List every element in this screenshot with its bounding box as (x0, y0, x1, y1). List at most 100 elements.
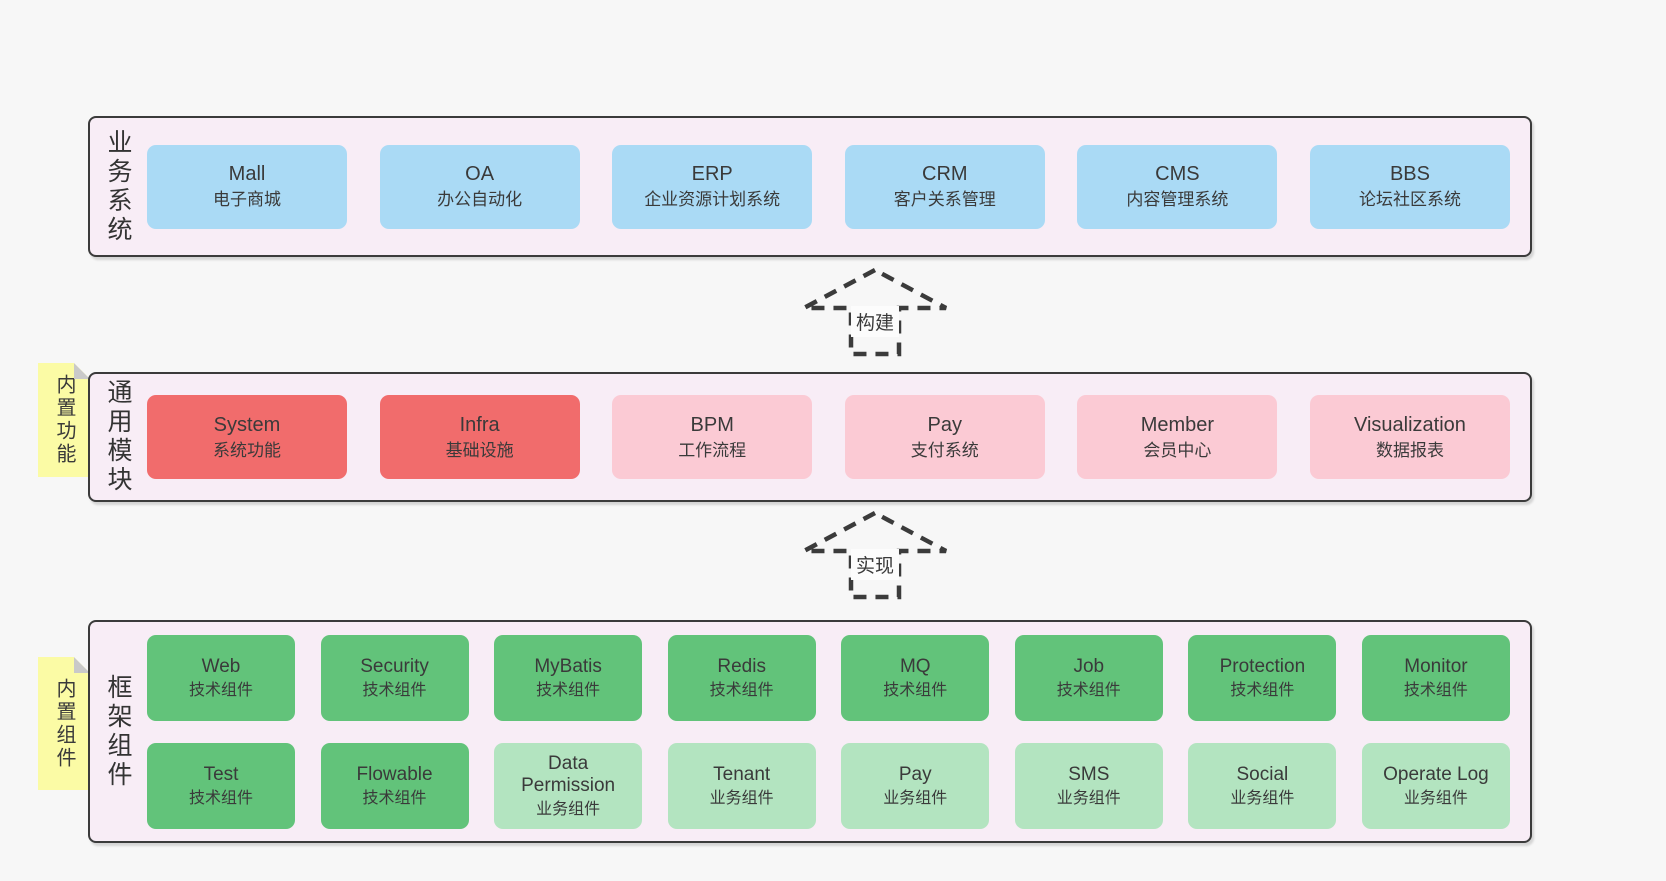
box-pay-component: Pay 业务组件 (841, 742, 990, 829)
box-title: CMS (1155, 163, 1200, 186)
framework-row-1: Web 技术组件 Security 技术组件 MyBatis 技术组件 Redi… (147, 634, 1510, 721)
box-title: BPM (690, 413, 734, 436)
band-framework-components: 框架组件 Web 技术组件 Security 技术组件 MyBatis 技术组件… (88, 620, 1532, 843)
box-title: Protection (1219, 655, 1306, 677)
box-title: MyBatis (534, 655, 602, 677)
box-protection: Protection 技术组件 (1188, 634, 1337, 721)
box-title: Data Permission (521, 752, 616, 796)
box-subtitle: 技术组件 (536, 681, 601, 699)
box-mybatis: MyBatis 技术组件 (494, 634, 643, 721)
up-arrow-icon (802, 267, 948, 357)
box-web: Web 技术组件 (147, 634, 295, 721)
box-title: MQ (899, 655, 931, 677)
box-title: Tenant (713, 763, 771, 785)
band-content: Mall 电子商城 OA 办公自动化 ERP 企业资源计划系统 CRM 客户关系… (143, 118, 1530, 255)
box-title: Mall (228, 163, 266, 186)
box-subtitle: 客户关系管理 (893, 190, 996, 210)
box-security: Security 技术组件 (320, 634, 469, 721)
framework-row-2: Test 技术组件 Flowable 技术组件 Data Permission … (147, 742, 1510, 829)
arrow-label: 实现 (850, 549, 900, 580)
box-subtitle: 企业资源计划系统 (644, 190, 781, 210)
box-subtitle: 技术组件 (709, 681, 774, 699)
box-subtitle: 技术组件 (188, 681, 253, 699)
box-subtitle: 业务组件 (709, 789, 774, 807)
box-subtitle: 支付系统 (910, 440, 979, 460)
box-title: OA (465, 163, 495, 186)
box-subtitle: 内容管理系统 (1126, 190, 1229, 210)
band-label: 业务系统 (104, 128, 132, 245)
box-title: Pay (927, 413, 963, 436)
box-title: Security (360, 655, 429, 677)
sticky-label: 内置功能 (53, 374, 75, 466)
box-subtitle: 工作流程 (678, 440, 747, 460)
band-label: 框架组件 (104, 673, 132, 790)
band-content: System 系统功能 Infra 基础设施 BPM 工作流程 Pay 支付系统… (143, 374, 1530, 500)
box-subtitle: 技术组件 (1403, 681, 1468, 699)
box-title: Pay (898, 763, 932, 785)
box-infra: Infra 基础设施 (379, 395, 580, 479)
box-redis: Redis 技术组件 (667, 634, 816, 721)
box-flowable: Flowable 技术组件 (320, 742, 469, 829)
arrow-label: 构建 (850, 306, 900, 337)
box-job: Job 技术组件 (1014, 634, 1163, 721)
box-subtitle: 电子商城 (213, 190, 281, 210)
box-crm: CRM 客户关系管理 (844, 144, 1045, 229)
box-title: Infra (459, 413, 500, 436)
box-test: Test 技术组件 (147, 742, 295, 829)
box-subtitle: 技术组件 (1230, 681, 1295, 699)
box-pay: Pay 支付系统 (844, 395, 1045, 479)
box-social: Social 业务组件 (1188, 742, 1337, 829)
implement-arrow: 实现 (800, 509, 950, 601)
sticky-built-in-features: 内置功能 (38, 363, 90, 477)
box-subtitle: 业务组件 (1056, 789, 1121, 807)
box-visualization: Visualization 数据报表 (1309, 395, 1510, 479)
box-oa: OA 办公自动化 (379, 144, 580, 229)
sticky-built-in-components: 内置组件 (38, 657, 90, 790)
box-title: ERP (691, 163, 733, 186)
box-subtitle: 数据报表 (1375, 440, 1444, 460)
box-tenant: Tenant 业务组件 (667, 742, 816, 829)
band-common-modules: 通用模块 System 系统功能 Infra 基础设施 BPM 工作流程 Pay… (88, 372, 1532, 502)
box-title: Monitor (1404, 655, 1468, 677)
box-title: Social (1236, 763, 1289, 785)
box-subtitle: 基础设施 (445, 440, 514, 460)
box-title: Flowable (356, 763, 433, 785)
box-subtitle: 办公自动化 (437, 190, 523, 210)
band-business-systems: 业务系统 Mall 电子商城 OA 办公自动化 ERP 企业资源计划系统 CRM… (88, 116, 1532, 257)
box-subtitle: 技术组件 (883, 681, 948, 699)
box-title: Test (203, 763, 239, 785)
box-subtitle: 技术组件 (1056, 681, 1121, 699)
box-title: SMS (1068, 763, 1110, 785)
box-member: Member 会员中心 (1077, 395, 1278, 479)
box-subtitle: 业务组件 (536, 800, 601, 818)
box-data-permission: Data Permission 业务组件 (494, 742, 643, 829)
box-subtitle: 业务组件 (1230, 789, 1295, 807)
box-title: Member (1140, 413, 1215, 436)
box-operate-log: Operate Log 业务组件 (1361, 742, 1510, 829)
box-subtitle: 系统功能 (213, 440, 281, 460)
box-erp: ERP 企业资源计划系统 (612, 144, 813, 229)
box-title: Operate Log (1383, 763, 1489, 785)
band-label: 通用模块 (104, 379, 132, 495)
box-bbs: BBS 论坛社区系统 (1309, 144, 1510, 229)
box-title: CRM (922, 163, 968, 186)
box-subtitle: 会员中心 (1143, 440, 1212, 460)
up-arrow-icon (802, 510, 948, 600)
box-subtitle: 业务组件 (1403, 789, 1468, 807)
box-title: Web (201, 655, 241, 677)
box-title: Redis (717, 655, 766, 677)
sticky-label: 内置组件 (53, 677, 75, 770)
box-title: Visualization (1354, 413, 1466, 436)
box-cms: CMS 内容管理系统 (1077, 144, 1278, 229)
box-mall: Mall 电子商城 (147, 144, 347, 229)
box-subtitle: 论坛社区系统 (1358, 190, 1461, 210)
box-subtitle: 技术组件 (362, 681, 427, 699)
box-monitor: Monitor 技术组件 (1361, 634, 1510, 721)
box-mq: MQ 技术组件 (841, 634, 990, 721)
band-content: Web 技术组件 Security 技术组件 MyBatis 技术组件 Redi… (143, 622, 1530, 841)
box-title: BBS (1389, 163, 1430, 186)
box-sms: SMS 业务组件 (1014, 742, 1163, 829)
box-title: System (213, 413, 281, 436)
box-subtitle: 技术组件 (362, 789, 427, 807)
